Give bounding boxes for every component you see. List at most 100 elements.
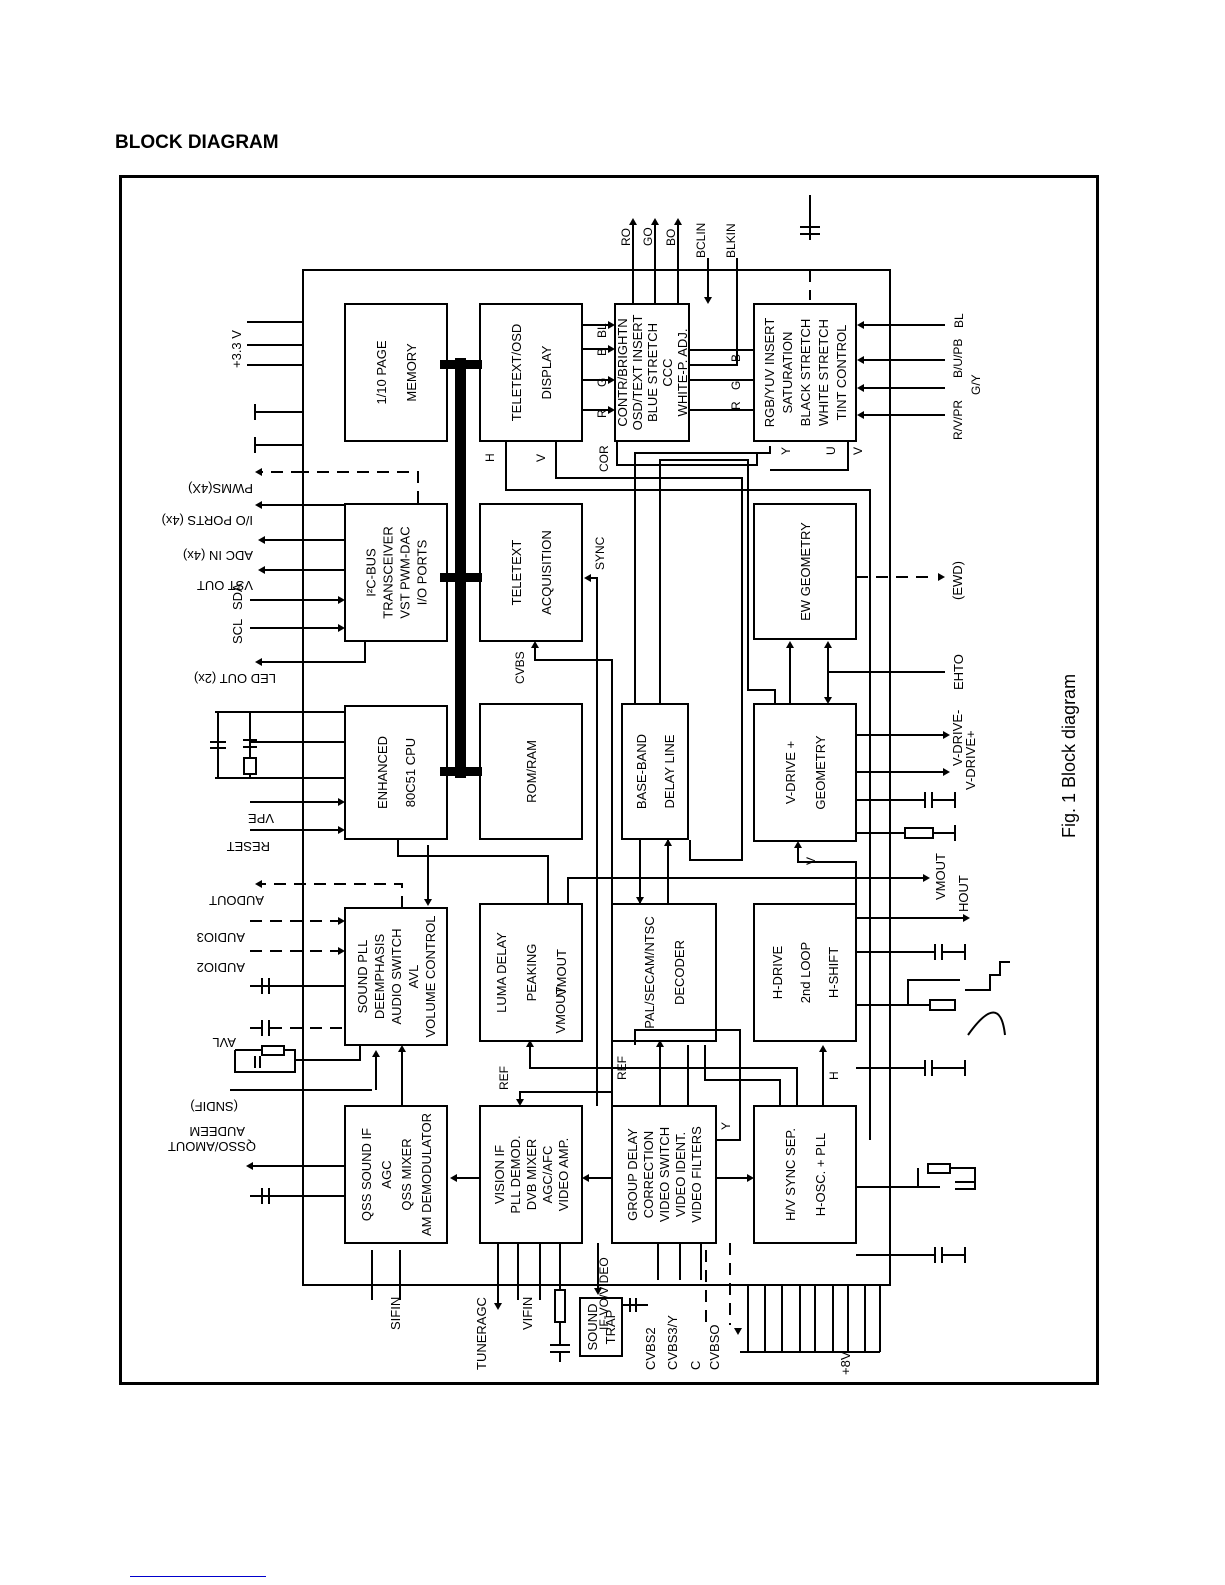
i2c-bus-block-text-1: I²C-BUS	[364, 548, 379, 597]
rgb-yuv-insert-block-text-5: TINT CONTROL	[834, 325, 849, 421]
teletext-acquisition-block	[479, 503, 583, 642]
if-video-arrow	[594, 1288, 602, 1295]
sound-trap-block	[579, 1297, 623, 1357]
audio3-arrow	[338, 917, 345, 925]
rgb-arrow-g	[608, 376, 615, 384]
label-vmout: VMOUT	[933, 853, 948, 900]
label-ro: RO	[619, 228, 633, 246]
label-bl: BL	[595, 323, 609, 338]
label-cor: COR	[597, 445, 611, 472]
label-cvbs: CVBS	[513, 651, 527, 684]
pal-secam-ntsc-block-text-2: DECODER	[672, 940, 687, 1005]
contrast-brightness-block-text-1: CONTR/BRIGHTN	[615, 318, 630, 426]
sync-wire	[589, 577, 598, 1106]
label-audio2: AUDIO2	[197, 960, 245, 975]
flyback-waveform	[967, 1011, 1006, 1036]
y-return-wire	[634, 1029, 741, 1141]
vision-if-block-text-3: DVB MIXER	[524, 1139, 539, 1211]
i2c-bus-block	[344, 503, 448, 642]
group-delay-block-text-5: VIDEO FILTERS	[689, 1126, 704, 1223]
label-v33: +3.3 V	[229, 330, 244, 368]
cvbs-wire	[534, 646, 613, 1160]
sound-pll-block-text-3: AUDIO SWITCH	[389, 928, 404, 1024]
label-vmout-internal: VMOUT	[553, 986, 568, 1033]
crystal	[243, 757, 257, 775]
teletext-osd-block-text-1: TELETEXT/OSD	[509, 324, 524, 422]
ro-arrow	[629, 218, 637, 225]
sound-trap-block-text-1: SOUND	[585, 1304, 600, 1351]
label-g1: G	[595, 378, 609, 387]
rgb-arrow-r	[608, 406, 615, 414]
bo-arrow	[674, 218, 682, 225]
group-delay-block-text-1: GROUP DELAY	[625, 1128, 640, 1221]
page-memory-block	[344, 303, 448, 442]
pal-arrow2	[656, 1040, 664, 1047]
rgb-yuv-insert-block	[753, 303, 857, 442]
ref-arrow	[516, 1099, 524, 1106]
io-arrow	[255, 501, 262, 509]
label-vst-out: VST OUT	[197, 578, 253, 593]
in-arrow-b_upb	[857, 356, 864, 364]
h-drive-block-text-3: H-SHIFT	[826, 947, 841, 998]
label-bo: BO	[664, 229, 678, 246]
audout-line	[260, 883, 403, 908]
label-vifin: VIFIN	[520, 1297, 535, 1330]
diagram-frame	[119, 175, 1099, 1385]
contrast-brightness-block-text-2: OSD/TEXT INSERT	[630, 315, 645, 431]
luma-delay-block-text-3: VMOUT	[554, 949, 569, 996]
tuneragc-arrow	[494, 1303, 502, 1310]
label-r2: R	[729, 401, 743, 410]
v-sync-wire	[555, 441, 743, 861]
y-wire	[634, 446, 771, 705]
led-line	[260, 641, 366, 663]
label-cvbso: CVBSO	[707, 1324, 722, 1370]
label-c: C	[688, 1361, 703, 1370]
sndif-arrow	[372, 1050, 380, 1057]
vdrive-minus-arrow	[943, 731, 950, 739]
h-drive-block-text-1: H-DRIVE	[770, 945, 785, 999]
ew-geometry-block-text-1: EW GEOMETRY	[798, 522, 813, 621]
qss-sound-if-block-text-2: AGC	[379, 1160, 394, 1188]
label-b-upb: B/U/PB	[951, 339, 965, 378]
adc-arrow	[258, 536, 265, 544]
data-bus	[455, 358, 466, 778]
i2c-bus-block-text-2: TRANSCEIVER	[381, 526, 396, 618]
label-v-vdrive: V	[804, 857, 818, 865]
sound-pll-block-text-1: SOUND PLL	[355, 940, 370, 1014]
label-audout: AUDOUT	[209, 893, 264, 908]
pal-hv-wire	[704, 1045, 781, 1106]
rgb-arrow-b	[608, 345, 615, 353]
vision-if-block-text-5: VIDEO AMP.	[556, 1138, 571, 1211]
pal-secam-ntsc-block	[611, 903, 717, 1042]
cpu-luma-wire	[397, 839, 549, 904]
page-memory-block-text-1: 1/10 PAGE	[374, 340, 389, 404]
label-qsso: QSSO/AMOUT	[168, 1139, 256, 1154]
label-sndif: (SNDIF)	[190, 1099, 238, 1114]
reset-arrow	[338, 826, 345, 834]
avl-rc	[295, 1045, 361, 1061]
bus-tap	[440, 767, 482, 776]
label-h-teletext: H	[483, 453, 497, 462]
audio2-arrow	[338, 947, 345, 955]
pulse-waveform	[965, 961, 1010, 991]
label-audeem: AUDEEM	[189, 1124, 245, 1139]
group-delay-block-text-2: CORRECTION	[641, 1131, 656, 1218]
resistor	[554, 1289, 566, 1323]
label-go: GO	[641, 227, 655, 246]
v-drive-block-text-1: V-DRIVE +	[783, 741, 798, 804]
qss-sound-if-block-text-4: AM DEMODULATOR	[419, 1113, 434, 1236]
v-drive-block	[753, 703, 857, 842]
label-y: Y	[779, 447, 793, 455]
cpu-block	[344, 705, 448, 840]
label-ewd: (EWD)	[950, 561, 965, 600]
label-ref-pal: REF	[615, 1056, 629, 1080]
label-v-teletext: V	[534, 454, 548, 462]
label-if-video: IF-VO/VIDEO	[597, 1257, 611, 1330]
contrast-brightness-block-text-3: BLUE STRETCH	[645, 323, 660, 422]
label-sda: SDA	[230, 583, 245, 610]
figure-caption: Fig. 1 Block diagram	[1059, 674, 1079, 838]
group-delay-block-text-3: VIDEO SWITCH	[657, 1127, 672, 1222]
pwms-line	[303, 471, 419, 503]
teletext-acquisition-block-text-1: TELETEXT	[509, 540, 524, 606]
label-sync: SYNC	[593, 536, 607, 570]
